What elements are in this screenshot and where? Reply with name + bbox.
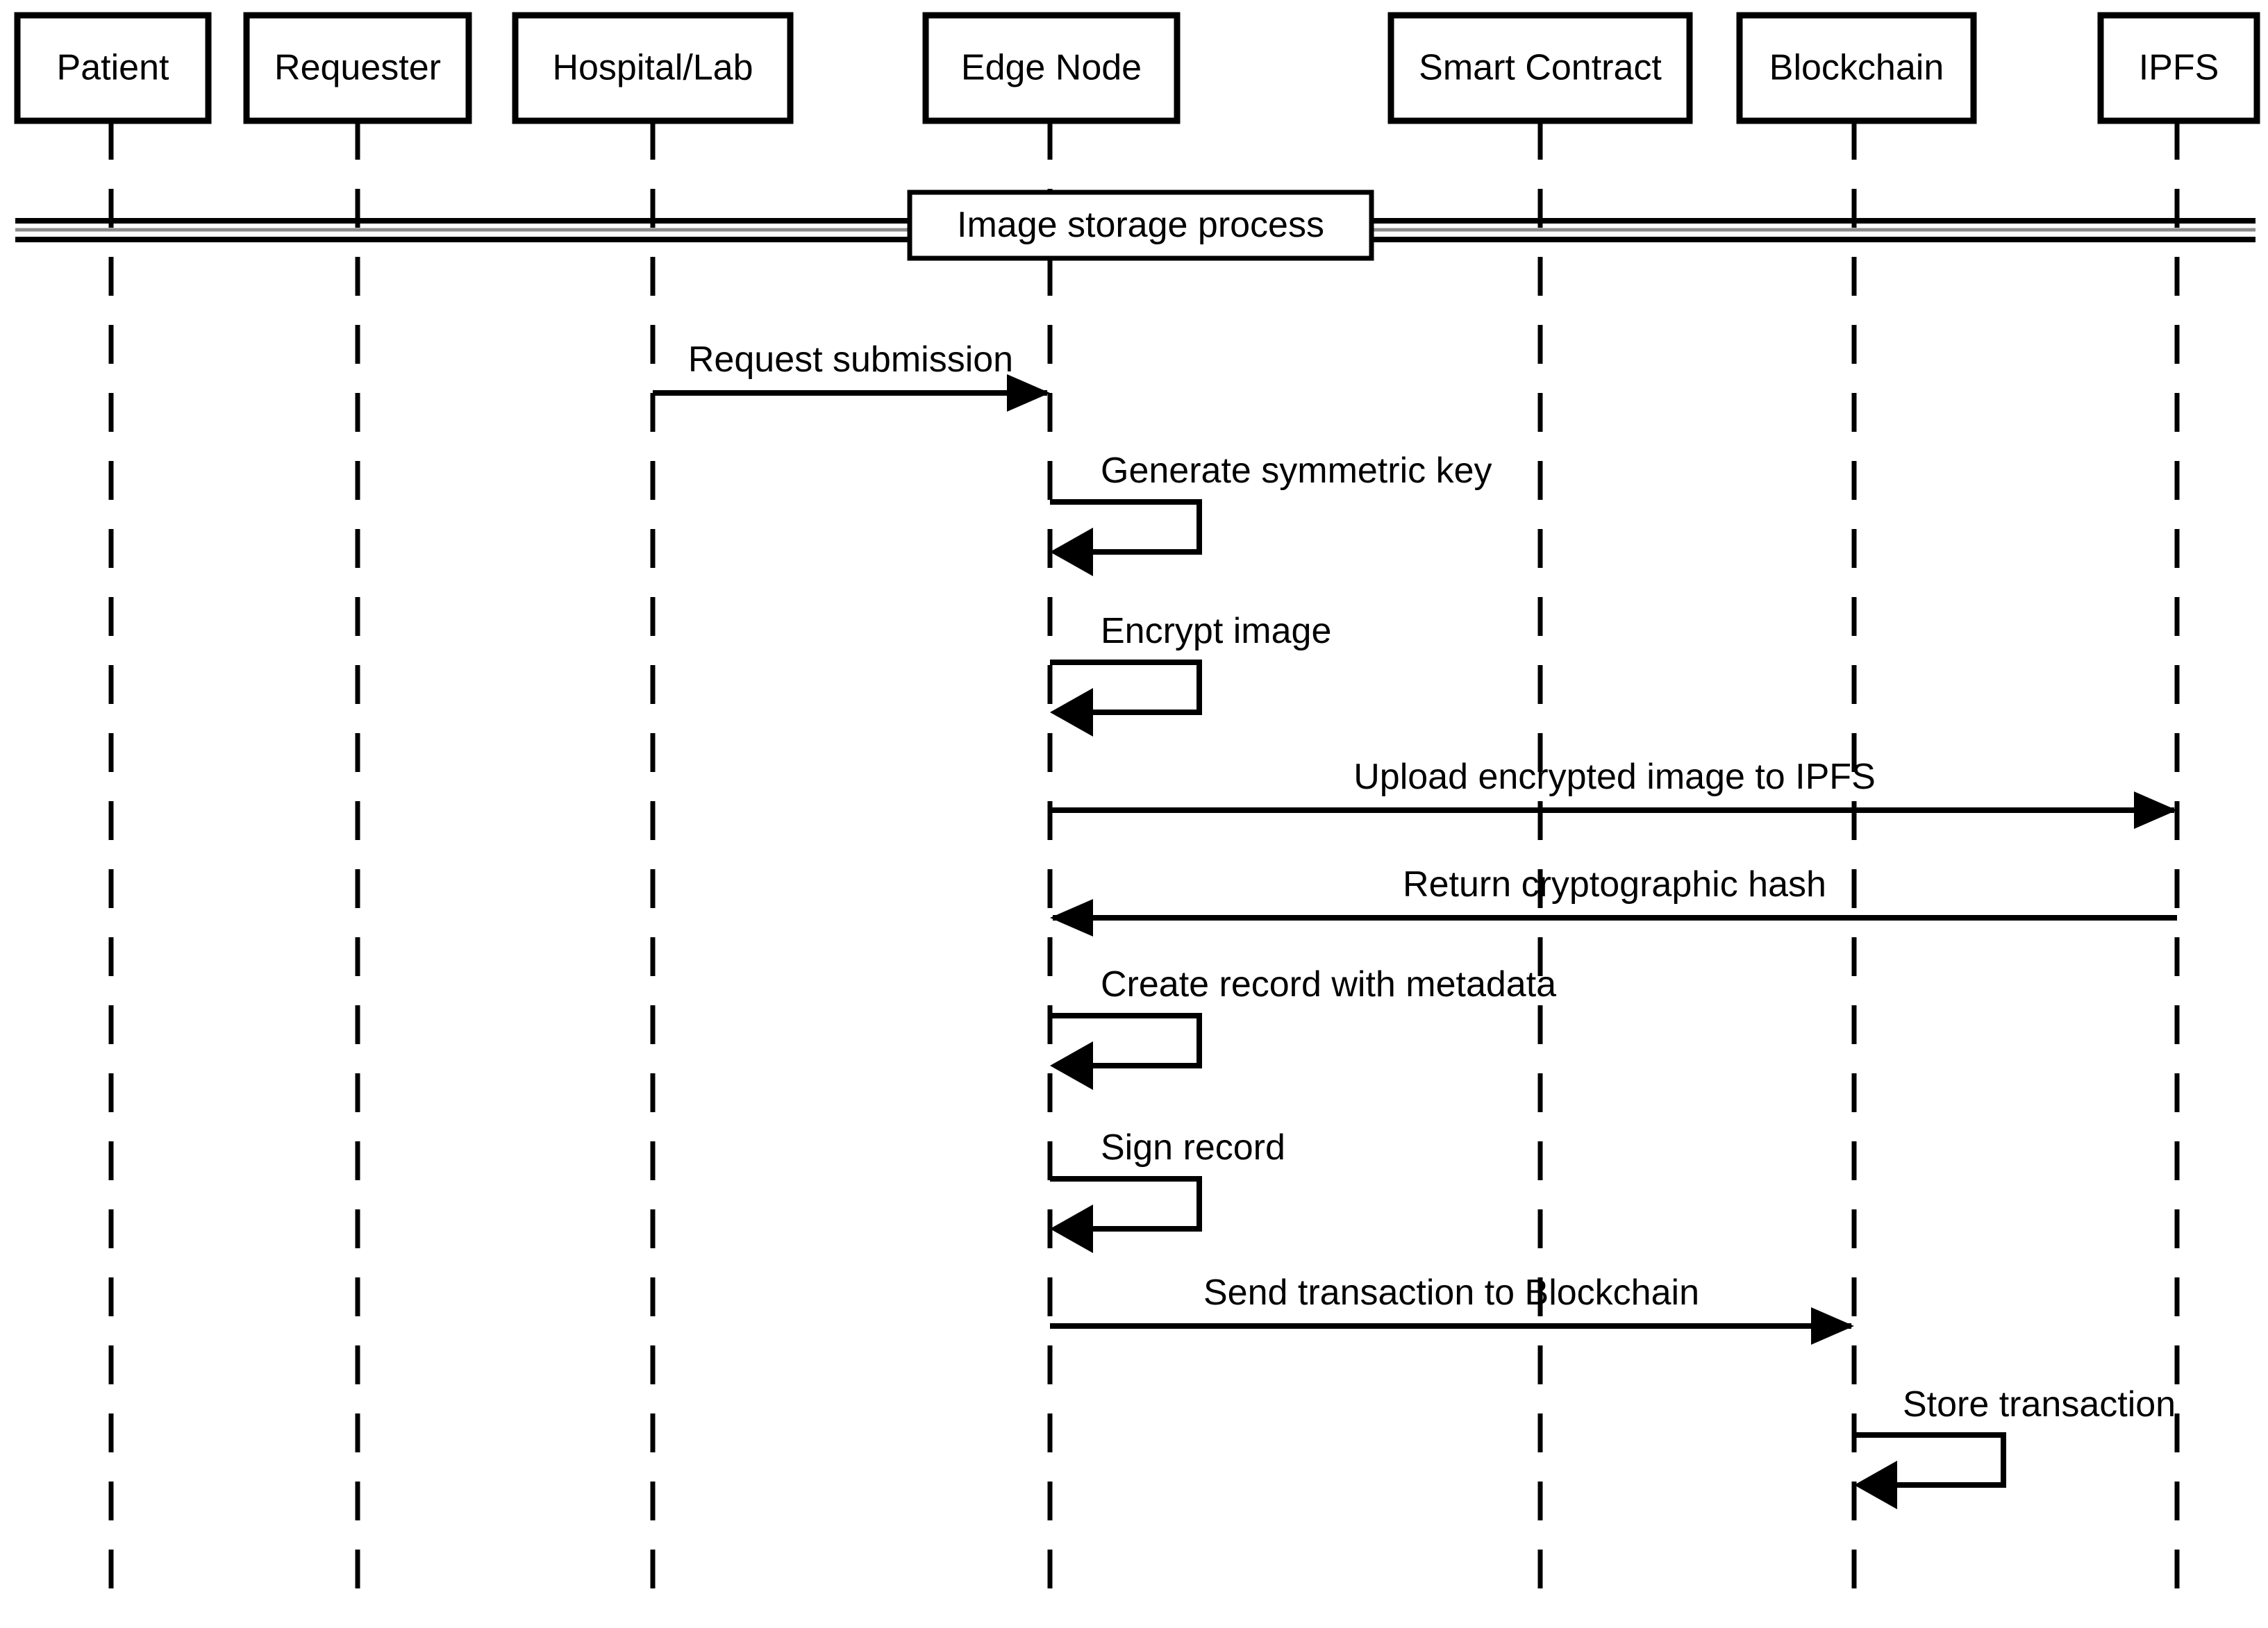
participant-box-outline-requester: [243, 12, 472, 124]
self-message-path-m9: [1854, 1432, 2006, 1488]
message-label-m8: Send transaction to Blockchain: [1203, 1273, 1699, 1313]
message-label-m7: Sign record: [1101, 1127, 1285, 1168]
message-m8[interactable]: Send transaction to Blockchain: [1050, 1273, 1854, 1345]
self-message-arrowhead-m9: [1854, 1461, 1897, 1509]
message-m4[interactable]: Upload encrypted image to IPFS: [1050, 757, 2177, 829]
participant-box-patient[interactable]: Patient: [14, 12, 212, 124]
participant-label-ipfs: IPFS: [2139, 48, 2219, 88]
fragment-title-box[interactable]: Image storage process: [907, 190, 1374, 261]
participant-box-group: Patient Requester Hospital/Lab Edge Node Sma…: [14, 12, 2260, 124]
message-label-m6: Create record with metadata: [1101, 964, 1556, 1005]
message-arrowhead-m1: [1007, 374, 1050, 412]
fragment-separator: Image storage process: [15, 190, 2256, 261]
self-message-arrowhead-m6: [1050, 1041, 1093, 1090]
message-label-m9: Store transaction: [1903, 1384, 2176, 1425]
self-message-arrowhead-m2: [1050, 528, 1093, 576]
message-m1[interactable]: Request submission: [653, 339, 1050, 412]
message-label-m4: Upload encrypted image to IPFS: [1353, 757, 1876, 797]
participant-box-outline-patient: [14, 12, 212, 124]
self-message-path-m6: [1050, 1013, 1202, 1068]
message-m7[interactable]: Sign record: [1050, 1127, 1285, 1253]
fragment-title-label: Image storage process: [957, 205, 1324, 245]
participant-box-outline-ipfs: [2097, 12, 2260, 124]
self-message-path-m2: [1050, 499, 1202, 555]
participant-box-smart_contract[interactable]: Smart Contract: [1387, 12, 1693, 124]
participant-label-blockchain: Blockchain: [1769, 48, 1944, 88]
self-message-path-m3: [1050, 660, 1202, 715]
participant-box-hospital_lab[interactable]: Hospital/Lab: [512, 12, 794, 124]
participant-label-requester: Requester: [274, 48, 441, 88]
participant-label-hospital_lab: Hospital/Lab: [552, 48, 753, 88]
self-message-path-m7: [1050, 1176, 1202, 1232]
participant-box-blockchain[interactable]: Blockchain: [1736, 12, 1977, 124]
message-arrowhead-m8: [1811, 1307, 1854, 1345]
participant-label-smart_contract: Smart Contract: [1419, 48, 1662, 88]
participant-box-ipfs[interactable]: IPFS: [2097, 12, 2260, 124]
participant-box-outline-edge_node: [922, 12, 1181, 124]
message-label-m3: Encrypt image: [1101, 611, 1331, 651]
message-label-m1: Request submission: [688, 339, 1013, 380]
self-message-arrowhead-m3: [1050, 688, 1093, 737]
participant-box-outline-blockchain: [1736, 12, 1977, 124]
participant-box-requester[interactable]: Requester: [243, 12, 472, 124]
participant-label-patient: Patient: [57, 48, 169, 88]
message-m5[interactable]: Return cryptographic hash: [1050, 864, 2177, 937]
participant-box-edge_node[interactable]: Edge Node: [922, 12, 1181, 124]
participant-label-edge_node: Edge Node: [961, 48, 1142, 88]
fragment-title-box-outline: [907, 190, 1374, 261]
message-m3[interactable]: Encrypt image: [1050, 611, 1331, 737]
message-m9[interactable]: Store transaction: [1854, 1384, 2176, 1509]
message-m6[interactable]: Create record with metadata: [1050, 964, 1556, 1090]
message-arrowhead-m4: [2134, 791, 2177, 829]
message-label-m5: Return cryptographic hash: [1403, 864, 1826, 905]
participant-box-outline-smart_contract: [1387, 12, 1693, 124]
message-m2[interactable]: Generate symmetric key: [1050, 451, 1492, 576]
lifeline-group: [108, 121, 2180, 1618]
participant-box-outline-hospital_lab: [512, 12, 794, 124]
message-arrowhead-m5: [1050, 899, 1093, 937]
self-message-arrowhead-m7: [1050, 1205, 1093, 1253]
message-label-m2: Generate symmetric key: [1101, 451, 1492, 491]
